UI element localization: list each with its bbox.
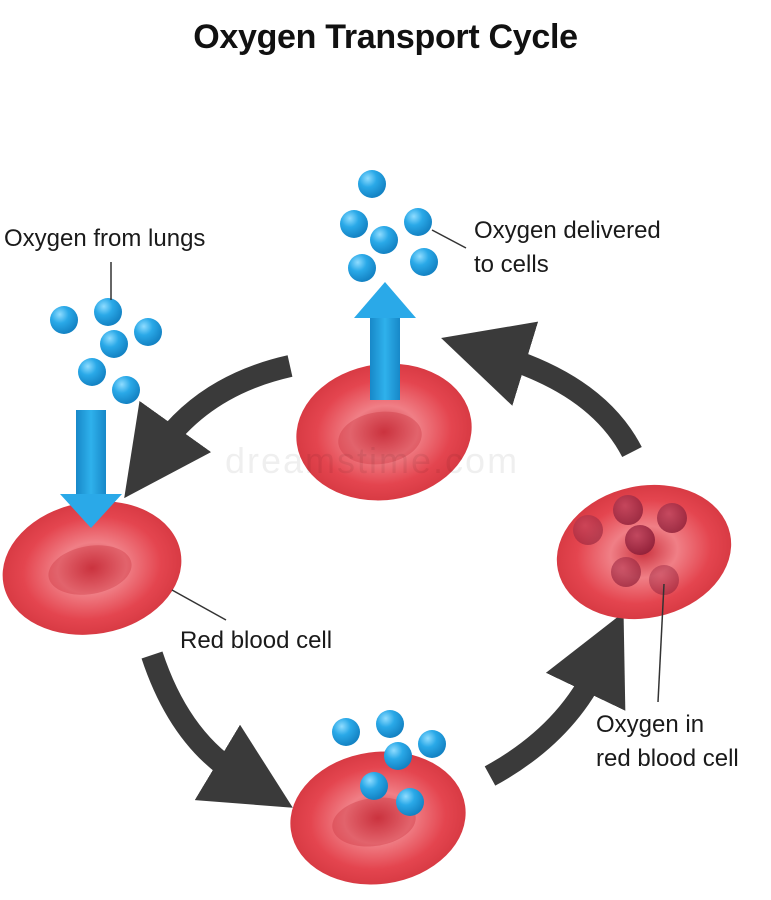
label-red-blood-cell: Red blood cell bbox=[180, 627, 333, 654]
red-blood-cell-bottom bbox=[290, 751, 466, 885]
cycle-arrow-bottom-left bbox=[141, 651, 293, 808]
leader-line-oxygen-in-cell bbox=[657, 583, 665, 703]
oxygen-release-arrow bbox=[354, 282, 416, 400]
oxygen-molecule bbox=[396, 788, 424, 816]
oxygen-molecule bbox=[50, 306, 78, 334]
inner-oxygen-molecule bbox=[611, 557, 641, 587]
diagram-title: Oxygen Transport Cycle bbox=[193, 18, 578, 56]
oxygen-molecule bbox=[340, 210, 368, 238]
oxygen-molecule bbox=[418, 730, 446, 758]
leader-line-delivered bbox=[431, 229, 467, 249]
leader-line-red-blood-cell bbox=[171, 589, 227, 621]
cycle-arrow-top-right bbox=[441, 321, 642, 458]
inner-oxygen-molecule bbox=[625, 525, 655, 555]
oxygen-from-lungs-cluster bbox=[50, 298, 162, 404]
label-oxygen-delivered-line2: to cells bbox=[474, 251, 549, 278]
oxygen-molecule bbox=[78, 358, 106, 386]
oxygen-uptake-arrow bbox=[60, 410, 122, 528]
red-blood-cell-right bbox=[556, 484, 732, 620]
inner-oxygen-molecule bbox=[649, 565, 679, 595]
inner-oxygen-molecule bbox=[573, 515, 603, 545]
label-oxygen-in-cell-line2: red blood cell bbox=[596, 745, 739, 772]
red-blood-cell-left bbox=[2, 501, 182, 635]
cycle-arrow-bottom-right bbox=[484, 612, 626, 786]
red-blood-cell-top bbox=[296, 363, 472, 501]
inner-oxygen-molecule bbox=[613, 495, 643, 525]
inner-oxygen-molecule bbox=[657, 503, 687, 533]
cycle-arrow-top-left bbox=[124, 355, 293, 499]
oxygen-molecule bbox=[94, 298, 122, 326]
oxygen-molecule bbox=[376, 710, 404, 738]
oxygen-bottom-cluster bbox=[332, 710, 446, 816]
label-oxygen-from-lungs: Oxygen from lungs bbox=[4, 225, 206, 252]
oxygen-molecule bbox=[100, 330, 128, 358]
oxygen-molecule bbox=[348, 254, 376, 282]
oxygen-molecule bbox=[360, 772, 388, 800]
label-oxygen-delivered-line1: Oxygen delivered bbox=[474, 217, 661, 244]
oxygen-molecule bbox=[370, 226, 398, 254]
watermark: dreamstime.com bbox=[225, 440, 520, 481]
oxygen-delivered-cluster bbox=[340, 170, 438, 282]
oxygen-molecule bbox=[332, 718, 360, 746]
oxygen-molecule bbox=[410, 248, 438, 276]
oxygen-molecule bbox=[404, 208, 432, 236]
oxygen-molecule bbox=[112, 376, 140, 404]
oxygen-molecule bbox=[358, 170, 386, 198]
oxygen-molecule bbox=[134, 318, 162, 346]
oxygen-molecule bbox=[384, 742, 412, 770]
label-oxygen-in-cell-line1: Oxygen in bbox=[596, 711, 705, 738]
